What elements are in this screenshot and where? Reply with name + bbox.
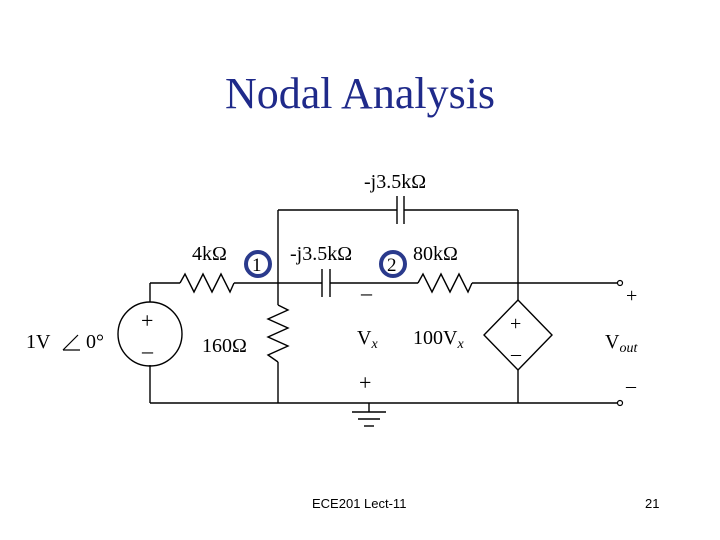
- voltage-source-icon: [117, 301, 183, 367]
- vx-plus-sign: +: [359, 370, 371, 395]
- vx-subscript: x: [370, 337, 378, 352]
- dep-main: 100V: [413, 327, 458, 349]
- wires: [149, 209, 620, 404]
- capacitor-mid-label: -j3.5kΩ: [290, 243, 352, 265]
- output-terminal-top: [616, 279, 624, 287]
- resistor-160: [266, 304, 290, 363]
- resistor-4k-label: 4kΩ: [192, 243, 227, 265]
- node-1-marker: [244, 250, 272, 278]
- capacitor-top-label: -j3.5kΩ: [364, 171, 426, 193]
- vout-main: V: [605, 331, 620, 353]
- resistor-80k: [417, 272, 473, 294]
- vout-subscript: out: [619, 341, 638, 356]
- vx-main: V: [357, 327, 372, 349]
- dependent-source-icon: [483, 298, 553, 372]
- page-number: 21: [645, 496, 660, 511]
- capacitor-top: [396, 196, 405, 224]
- vout-label: Vout: [605, 331, 638, 356]
- source-value-label: 1V: [26, 331, 51, 353]
- resistor-80k-label: 80kΩ: [413, 243, 458, 265]
- source-angle-label: 0°: [86, 331, 104, 353]
- angle-icon: [62, 334, 80, 351]
- node-2-marker: [379, 250, 407, 278]
- node-2-label: 2: [387, 255, 397, 276]
- footer-text: ECE201 Lect-11: [312, 496, 407, 511]
- page-title: Nodal Analysis: [224, 69, 496, 118]
- output-terminal-bottom: [616, 399, 624, 407]
- source-minus-sign: –: [141, 338, 154, 363]
- dep-plus-sign: +: [510, 313, 521, 335]
- vx-minus-sign: –: [360, 280, 373, 305]
- capacitor-mid: [321, 269, 331, 297]
- resistor-160-label: 160Ω: [202, 335, 247, 357]
- ground-icon: [352, 403, 386, 427]
- dependent-source-label: 100Vx: [413, 327, 464, 352]
- source-plus-sign: +: [141, 308, 153, 333]
- dep-subscript: x: [456, 337, 464, 352]
- output-plus-sign: +: [626, 285, 637, 307]
- dep-minus-sign: –: [510, 343, 522, 365]
- node-1-label: 1: [252, 255, 262, 276]
- output-minus-sign: –: [625, 375, 637, 397]
- vx-label: Vx: [357, 327, 378, 352]
- resistor-4k: [179, 272, 235, 294]
